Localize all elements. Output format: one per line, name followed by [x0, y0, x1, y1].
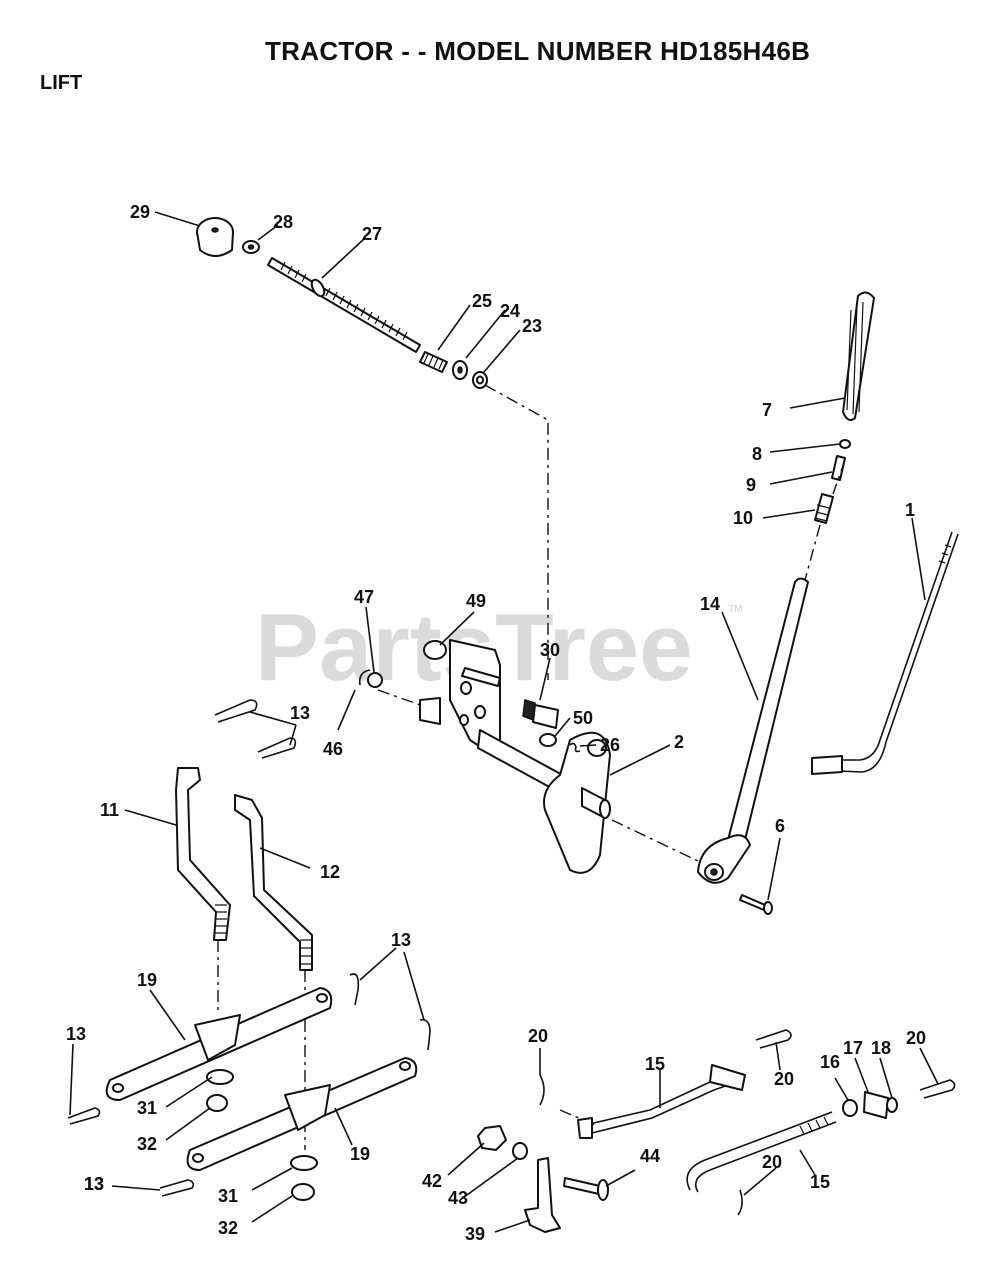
callout-15-lower: 15 [810, 1172, 830, 1192]
callout-10: 10 [733, 508, 753, 528]
page-title: TRACTOR - - MODEL NUMBER HD185H46B [265, 36, 811, 66]
bolt-head-part-6 [763, 901, 773, 915]
callout-2: 2 [674, 732, 684, 752]
lift-shaft-part-2 [419, 639, 611, 874]
callout-labels: 29 28 27 25 24 23 7 8 9 10 1 14 47 49 30… [66, 202, 926, 1244]
washer-part-24 [452, 360, 468, 380]
callout-43: 43 [448, 1188, 468, 1208]
washer-part-16 [842, 1099, 858, 1117]
callout-30: 30 [540, 640, 560, 660]
assembly-lines [217, 384, 701, 1150]
callout-19-lower: 19 [350, 1144, 370, 1164]
callout-17: 17 [843, 1038, 863, 1058]
hairpin-clips-part-13 [67, 699, 431, 1197]
lever-alignment-line [804, 459, 846, 581]
switch-part-30 [522, 699, 559, 729]
callout-14: 14 [700, 594, 720, 614]
washer-part-50 [539, 733, 557, 747]
callout-6: 6 [775, 816, 785, 836]
callout-24: 24 [500, 301, 520, 321]
callout-20-mid: 20 [774, 1069, 794, 1089]
clip-part-26 [569, 742, 581, 753]
callout-47: 47 [354, 587, 374, 607]
callout-13-mid: 13 [391, 930, 411, 950]
callout-20-right: 20 [906, 1028, 926, 1048]
callout-46: 46 [323, 739, 343, 759]
callout-28: 28 [273, 212, 293, 232]
callout-25: 25 [472, 291, 492, 311]
washer-part-23 [472, 371, 488, 389]
callout-16: 16 [820, 1052, 840, 1072]
callout-13-left: 13 [66, 1024, 86, 1044]
lift-arm-part-19-lower [186, 1057, 418, 1171]
sleeve-part-9 [831, 455, 846, 481]
callout-8: 8 [752, 444, 762, 464]
callout-32-upper: 32 [137, 1134, 157, 1154]
knob-part-29 [196, 217, 234, 257]
lift-link-part-11 [175, 767, 231, 941]
bushings-part-31 [206, 1069, 318, 1171]
clip-part-46 [358, 669, 371, 686]
callout-19-upper: 19 [137, 970, 157, 990]
watermark-trademark: TM [728, 604, 742, 615]
callout-9: 9 [746, 475, 756, 495]
callout-1: 1 [905, 500, 915, 520]
callout-23: 23 [522, 316, 542, 336]
callout-15-upper: 15 [645, 1054, 665, 1074]
nut-part-28 [242, 240, 260, 254]
washer-part-43 [512, 1142, 528, 1160]
sleeve-part-10 [814, 493, 834, 524]
nut-part-42 [477, 1125, 507, 1151]
section-title: LIFT [40, 72, 83, 94]
lift-lever-part-14 [697, 577, 809, 884]
threaded-rod-part-27 [267, 257, 421, 353]
bolt-part-44 [563, 1177, 609, 1201]
callout-27: 27 [362, 224, 382, 244]
pin-part-8 [839, 439, 851, 449]
callout-11: 11 [100, 800, 119, 820]
callout-31-upper: 31 [137, 1098, 157, 1118]
callout-42: 42 [422, 1171, 442, 1191]
nuts-part-32 [206, 1094, 315, 1201]
washer-part-49 [423, 640, 447, 660]
bracket-part-39 [524, 1157, 561, 1233]
callout-13-lower: 13 [84, 1174, 104, 1194]
callout-13-bottom: 13 [84, 1174, 104, 1194]
callout-26: 26 [600, 735, 620, 755]
clips-part-20 [539, 1029, 956, 1216]
nut-part-18 [886, 1097, 898, 1113]
callout-13-top: 13 [290, 703, 310, 723]
block-part-17 [863, 1091, 889, 1119]
callout-44: 44 [640, 1146, 660, 1166]
callout-31-lower: 31 [218, 1186, 238, 1206]
callout-7: 7 [762, 400, 772, 420]
leader-lines [69, 211, 939, 1233]
callout-20-left: 20 [528, 1026, 548, 1046]
rod-part-1 [811, 531, 959, 775]
lift-arm-part-19-upper [105, 987, 333, 1101]
callout-18: 18 [871, 1038, 891, 1058]
spring-part-25 [419, 351, 448, 373]
lift-link-part-12 [234, 794, 313, 971]
callout-29: 29 [130, 202, 150, 222]
grip-part-7 [842, 291, 875, 421]
callout-39: 39 [465, 1224, 485, 1244]
rod-part-15-upper [577, 1064, 746, 1139]
callout-49: 49 [466, 591, 486, 611]
ring-part-47 [367, 672, 383, 688]
callout-20-bottom: 20 [762, 1152, 782, 1172]
rod-part-15-lower [686, 1111, 837, 1193]
callout-50: 50 [573, 708, 593, 728]
bolt-part-6 [739, 894, 766, 911]
callout-32-lower: 32 [218, 1218, 238, 1238]
callout-12: 12 [320, 862, 340, 882]
